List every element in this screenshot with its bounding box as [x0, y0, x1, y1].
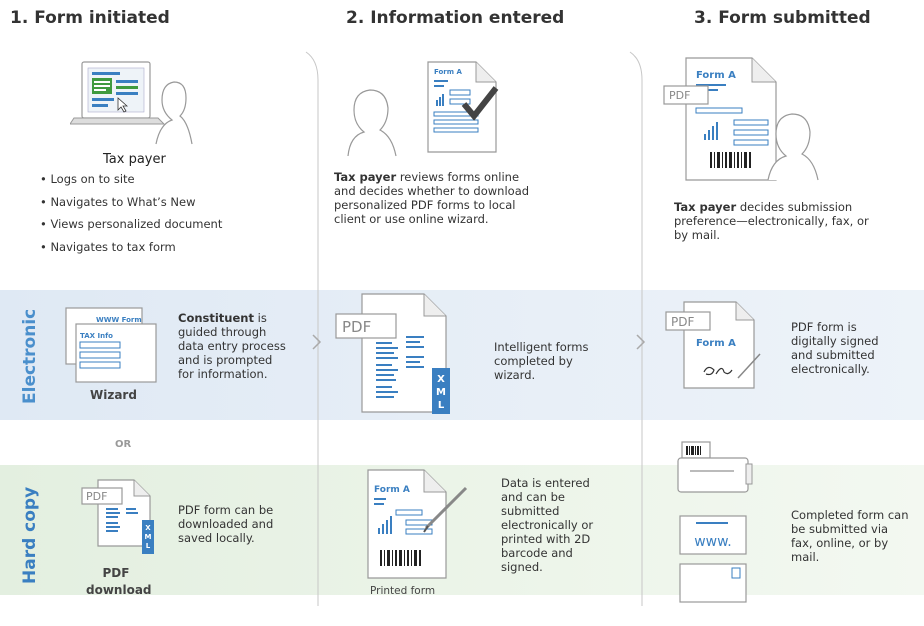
reviewer-form-icon: Form A	[347, 61, 499, 157]
form-a-label: Form A	[696, 338, 736, 349]
svg-text:M: M	[145, 533, 152, 541]
svg-text:M: M	[436, 387, 446, 398]
printed-form-label: Printed form	[370, 585, 436, 597]
pdf-download-label: PDF download	[86, 566, 152, 597]
signed-pdf-icon: PDF Form A	[665, 301, 761, 389]
form-a-label: Form A	[696, 70, 736, 81]
or-separator: OR	[115, 439, 132, 450]
column-title-2: 2. Information entered	[346, 8, 565, 28]
printed-form-icon: Form A	[367, 469, 468, 579]
pdf-label: PDF	[342, 318, 371, 336]
hardcopy-col1-text: PDF form can be downloaded and saved loc…	[178, 503, 274, 545]
hardcopy-col3-text: Completed form can be submitted via fax,…	[791, 508, 909, 564]
submit-channels-icon: www.	[677, 441, 753, 603]
step-item: Navigates to What’s New	[40, 191, 222, 214]
tax-info-label: TAX Info	[80, 332, 113, 340]
col2-desc-text: reviews forms online and decides whether…	[334, 170, 530, 226]
pdf-label: PDF	[669, 89, 690, 102]
electronic-col3-text: PDF form is digitally signed and submitt…	[791, 320, 879, 376]
column-title-3: 3. Form submitted	[694, 8, 871, 28]
electronic-col1-text: Constituent is guided through data entry…	[178, 311, 288, 381]
step-item: Navigates to tax form	[40, 236, 222, 259]
wizard-label: Wizard	[90, 388, 137, 402]
electronic-col2-text: Intelligent forms completed by wizard.	[494, 340, 589, 382]
www-label: www.	[694, 534, 732, 550]
laptop-user-icon	[70, 61, 193, 145]
pdf-label: PDF	[671, 315, 694, 329]
constituent-label: Constituent	[178, 311, 254, 325]
step-item: Logs on to site	[40, 168, 222, 191]
electronic-col1-desc: is guided through data entry process and…	[178, 311, 286, 381]
col3-description: Tax payer decides submission preference—…	[674, 200, 874, 242]
svg-text:L: L	[146, 542, 151, 550]
form-a-label: Form A	[374, 485, 410, 495]
pdf-download-icon: PDF X M L	[81, 479, 154, 554]
web-icon: www.	[679, 515, 747, 555]
column-title-1: 1. Form initiated	[10, 8, 170, 28]
mail-icon	[679, 563, 747, 603]
submission-form-icon: Form A PDF	[663, 57, 819, 181]
pdf-label: PDF	[86, 490, 107, 503]
fax-icon	[677, 441, 753, 493]
hardcopy-col2-text: Data is entered and can be submitted ele…	[501, 476, 594, 574]
svg-text:L: L	[438, 400, 445, 411]
www-form-label: WWW Form	[96, 316, 142, 324]
col1-step-list: Logs on to site Navigates to What’s New …	[40, 168, 222, 258]
actor-tax-payer: Tax payer	[103, 152, 166, 167]
svg-text:X: X	[145, 524, 151, 532]
col3-actor: Tax payer	[674, 200, 737, 214]
col2-actor: Tax payer	[334, 170, 397, 184]
step-item: Views personalized document	[40, 213, 222, 236]
form-a-label: Form A	[434, 68, 462, 76]
row-label-hardcopy: Hard copy	[20, 486, 40, 584]
pdf-xml-icon: PDF X M L	[335, 293, 450, 414]
row-label-electronic: Electronic	[20, 308, 40, 404]
col3-desc-text: decides submission preference—electronic…	[674, 200, 869, 242]
wizard-icon: WWW Form TAX Info	[65, 307, 157, 383]
svg-text:X: X	[437, 374, 445, 385]
col2-description: Tax payer reviews forms online and decid…	[334, 170, 534, 226]
